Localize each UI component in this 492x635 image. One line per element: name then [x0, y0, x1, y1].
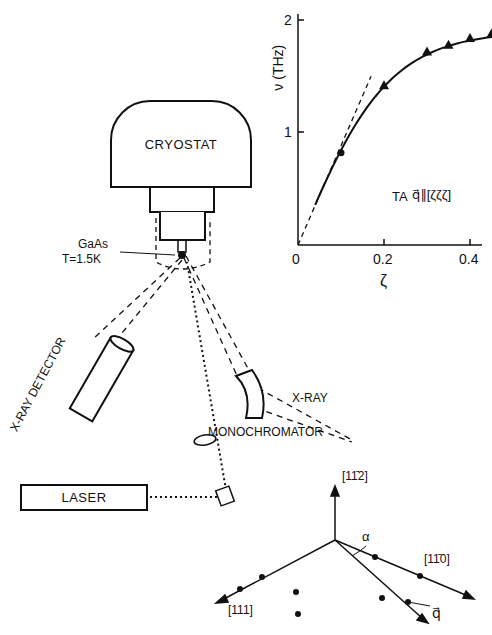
axis-label: ζ: [380, 272, 387, 290]
node-text: CRYOSTAT: [145, 137, 218, 152]
tick-label: 0.2: [373, 252, 392, 267]
laser-box: LASER: [20, 484, 148, 511]
beam-label: X-RAY: [292, 392, 328, 405]
temperature: T=1.5K: [62, 253, 101, 266]
vector-label: q⃗: [432, 606, 441, 621]
direction-label: [11̄2]: [342, 470, 368, 483]
direction-label: q⃗∥[ζζζ]: [412, 188, 451, 202]
direction-label: [111]: [228, 604, 253, 617]
sample-name: GaAs: [78, 238, 108, 251]
tick-label: 2: [284, 13, 292, 28]
tick-label: 0.4: [459, 252, 478, 267]
detector-label: X-RAY DETECTOR: [8, 335, 69, 434]
axis-label: ν (THz): [271, 45, 286, 91]
node-text: LASER: [61, 490, 106, 505]
tick-label: 1: [284, 125, 292, 140]
branch-label: TA: [392, 190, 408, 204]
direction-label: [11̄0]: [424, 553, 450, 566]
angle-label: α: [362, 530, 370, 544]
tick-label: 0: [292, 252, 300, 267]
cryostat-body: CRYOSTAT: [110, 100, 252, 188]
monochromator-label: MONOCHROMATOR: [208, 426, 323, 439]
